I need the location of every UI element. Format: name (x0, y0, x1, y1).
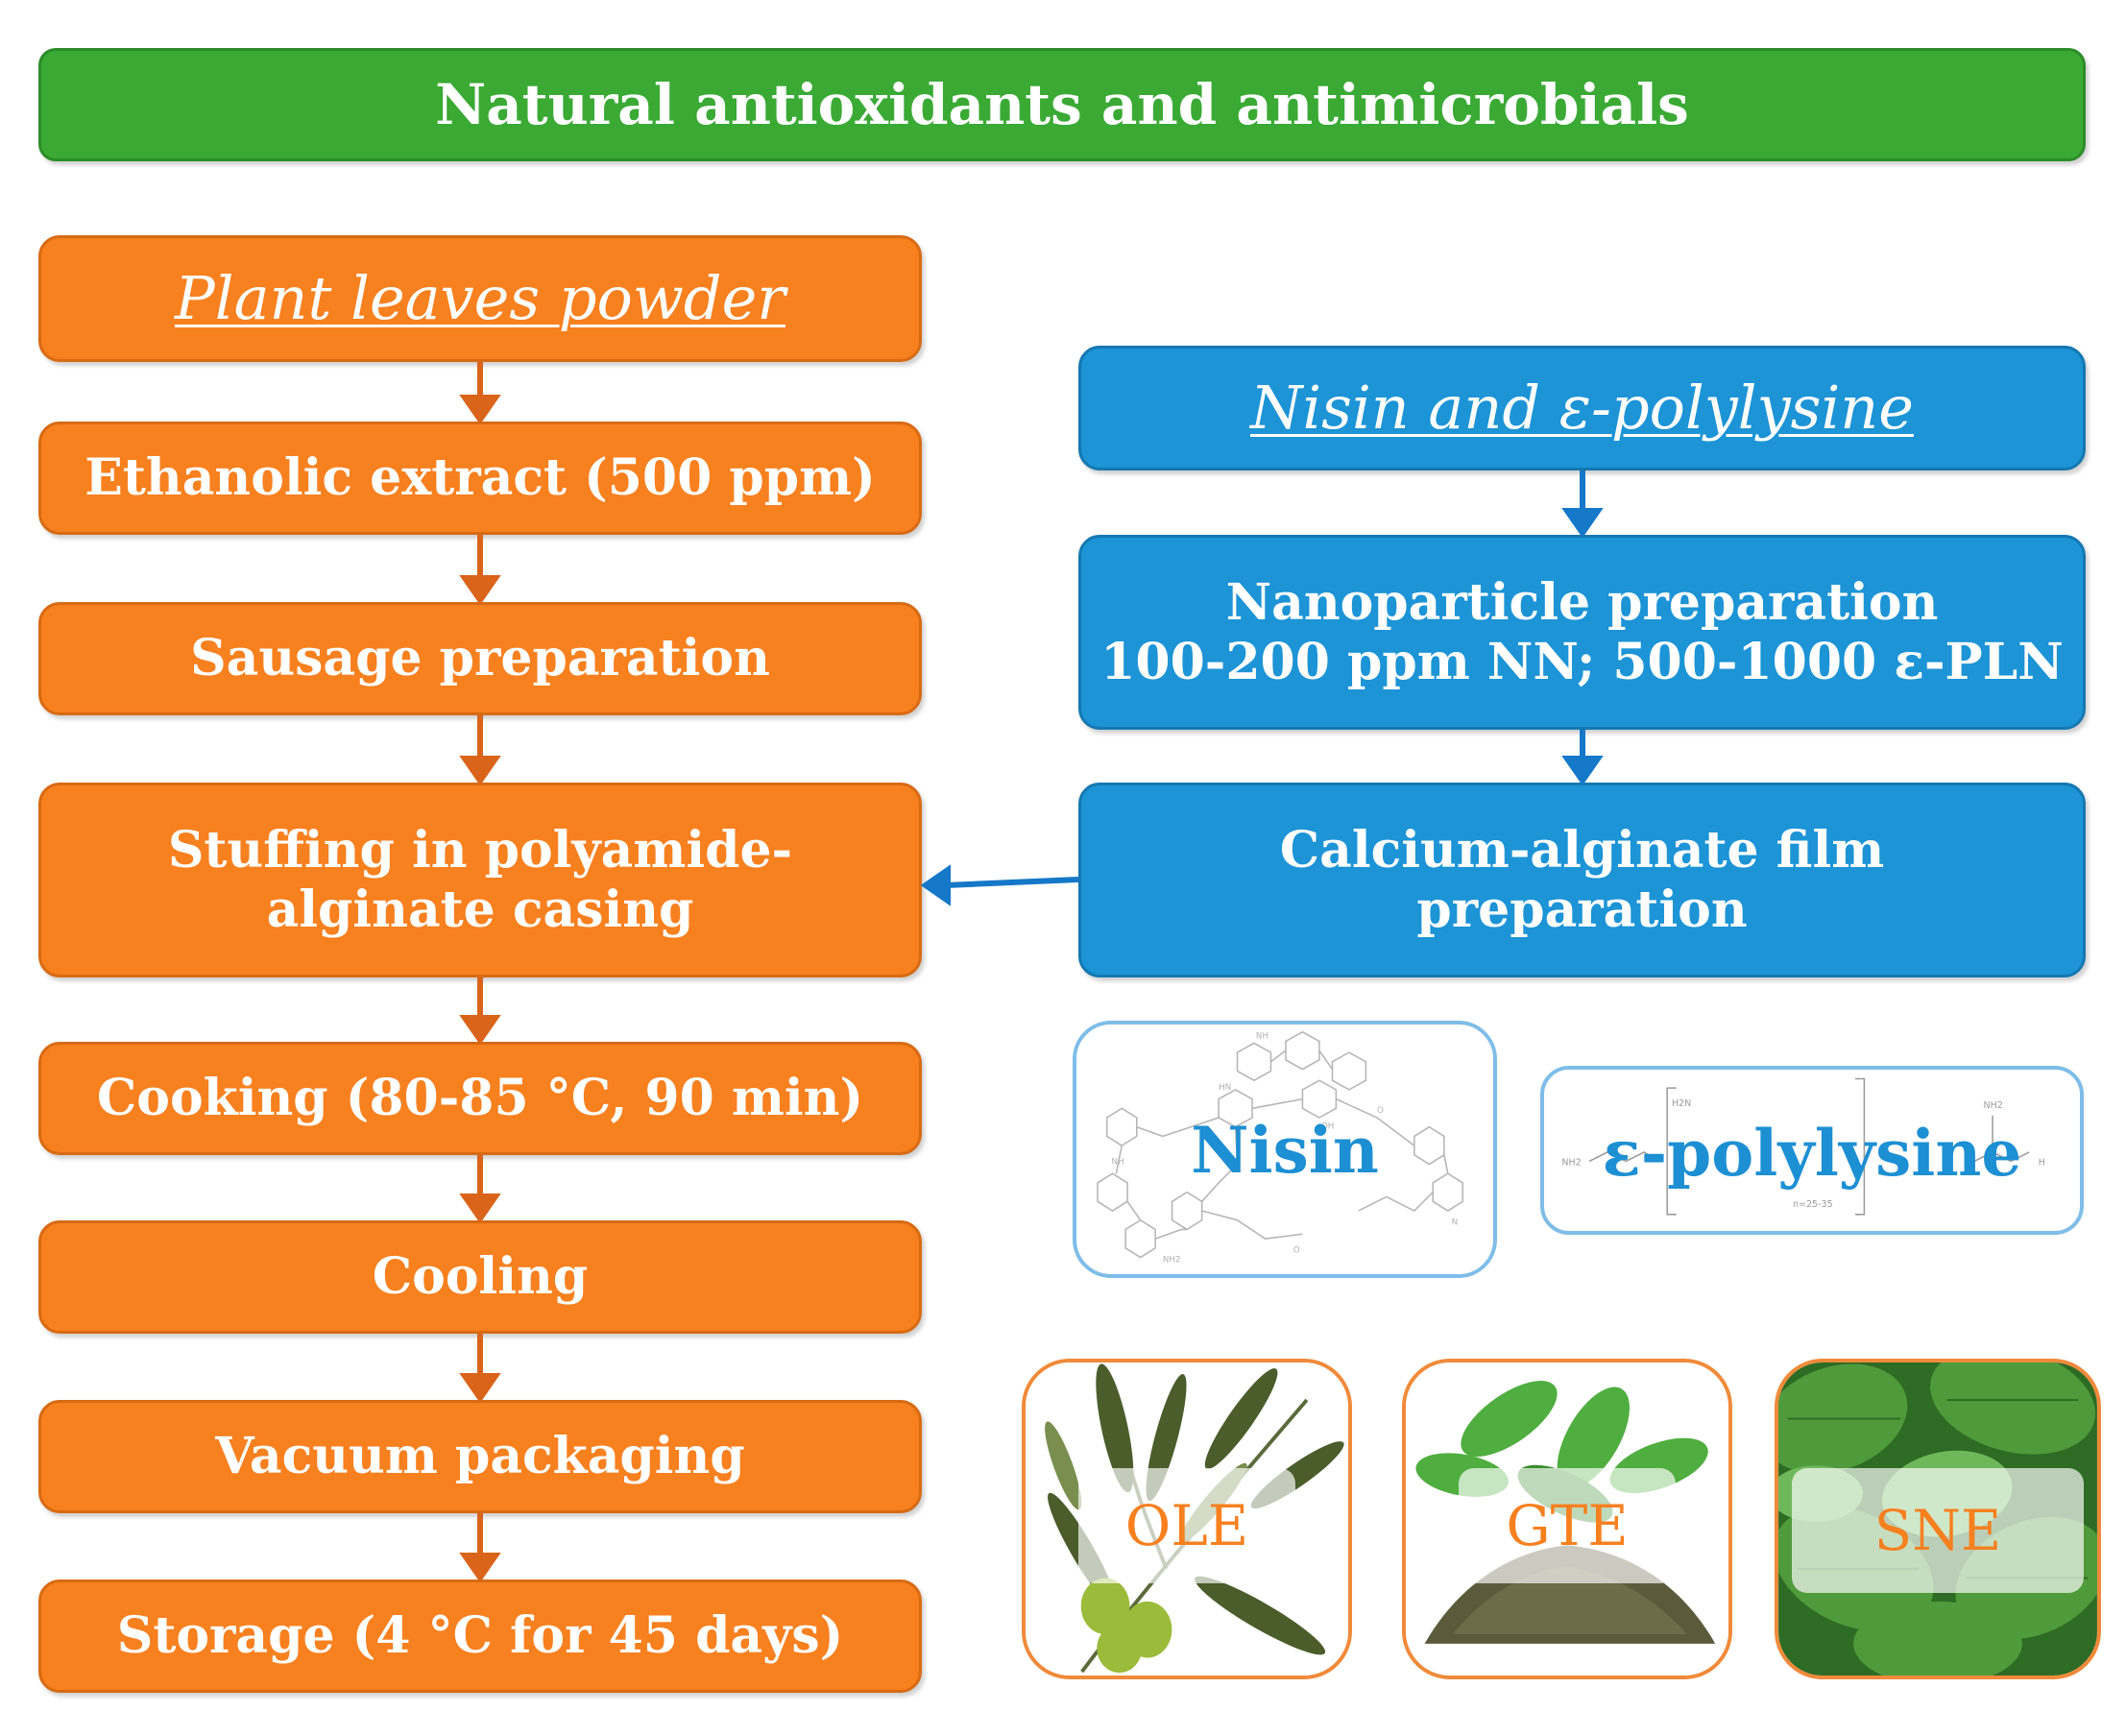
nanoparticle-label-line2: 100-200 ppm NN; 500-1000 ε-PLN (1100, 632, 2064, 691)
svg-text:N: N (1452, 1218, 1459, 1228)
ethanolic-extract-step: Ethanolic extract (500 ppm) (38, 422, 922, 535)
svg-text:OH: OH (1321, 1122, 1334, 1132)
svg-text:NH2: NH2 (1163, 1255, 1181, 1265)
header-banner: Natural antioxidants and antimicrobials (38, 48, 2086, 161)
nisin-polylysine-title: Nisin and ε-polylysine (1250, 373, 1914, 444)
arrow-film-to-stuffing (945, 877, 1079, 888)
calcium-alginate-film-step: Calcium-alginate film preparation (1078, 783, 2086, 977)
left-flow-title-box: Plant leaves powder (38, 235, 922, 362)
sne-label: SNE (1792, 1468, 2084, 1593)
stuffing-step: Stuffing in polyamide- alginate casing (38, 783, 922, 977)
gte-card: GTE (1402, 1359, 1732, 1679)
polylysine-structure-icon: NH2 H2N NH2 H n=25-35 (1561, 1077, 2045, 1216)
svg-text:NH: NH (1112, 1158, 1124, 1168)
nisin-label: Nisin (1191, 1113, 1379, 1188)
nisin-card: HN OH NH NH2 O N O NH Nisin (1073, 1021, 1497, 1278)
polylysine-card: NH2 H2N NH2 H n=25-35 ε-polylysine (1540, 1066, 2084, 1235)
nanoparticle-preparation-step: Nanoparticle preparation 100-200 ppm NN;… (1078, 535, 2086, 730)
svg-text:O: O (1293, 1246, 1300, 1256)
svg-text:n=25-35: n=25-35 (1793, 1199, 1833, 1210)
sausage-preparation-step: Sausage preparation (38, 602, 922, 715)
right-flow-title-box: Nisin and ε-polylysine (1078, 346, 2086, 470)
cooling-label: Cooling (372, 1247, 589, 1307)
nisin-structure-icon: HN OH NH NH2 O N O NH (1097, 1030, 1464, 1265)
plant-leaves-powder-title: Plant leaves powder (175, 263, 785, 334)
film-label-line1: Calcium-alginate film (1279, 821, 1885, 880)
stuffing-label-line2: alginate casing (266, 880, 694, 939)
film-label-line2: preparation (1416, 880, 1748, 939)
storage-step: Storage (4 °C for 45 days) (38, 1579, 922, 1693)
svg-text:H2N: H2N (1672, 1098, 1691, 1109)
svg-text:O: O (1377, 1106, 1384, 1116)
vacuum-packaging-step: Vacuum packaging (38, 1400, 922, 1513)
gte-label: GTE (1459, 1468, 1676, 1583)
cooking-step: Cooking (80-85 °C, 90 min) (38, 1042, 922, 1155)
svg-text:H: H (2039, 1157, 2045, 1168)
vacuum-packaging-label: Vacuum packaging (215, 1427, 745, 1486)
storage-label: Storage (4 °C for 45 days) (116, 1606, 844, 1666)
cooking-label: Cooking (80-85 °C, 90 min) (96, 1069, 864, 1128)
svg-text:HN: HN (1219, 1083, 1231, 1093)
ole-card: OLE (1022, 1359, 1352, 1679)
polylysine-label: ε-polylysine (1602, 1116, 2022, 1191)
nanoparticle-label-line1: Nanoparticle preparation (1225, 573, 1939, 633)
ole-label: OLE (1078, 1468, 1295, 1583)
ethanolic-extract-label: Ethanolic extract (500 ppm) (85, 448, 876, 508)
sne-card: SNE (1775, 1359, 2101, 1679)
svg-text:NH: NH (1256, 1032, 1268, 1042)
svg-text:NH2: NH2 (1984, 1100, 2003, 1111)
svg-text:NH2: NH2 (1561, 1157, 1581, 1168)
stuffing-label-line1: Stuffing in polyamide- (167, 821, 793, 880)
header-title: Natural antioxidants and antimicrobials (435, 71, 1689, 137)
cooling-step: Cooling (38, 1220, 922, 1334)
sausage-preparation-label: Sausage preparation (190, 629, 770, 688)
